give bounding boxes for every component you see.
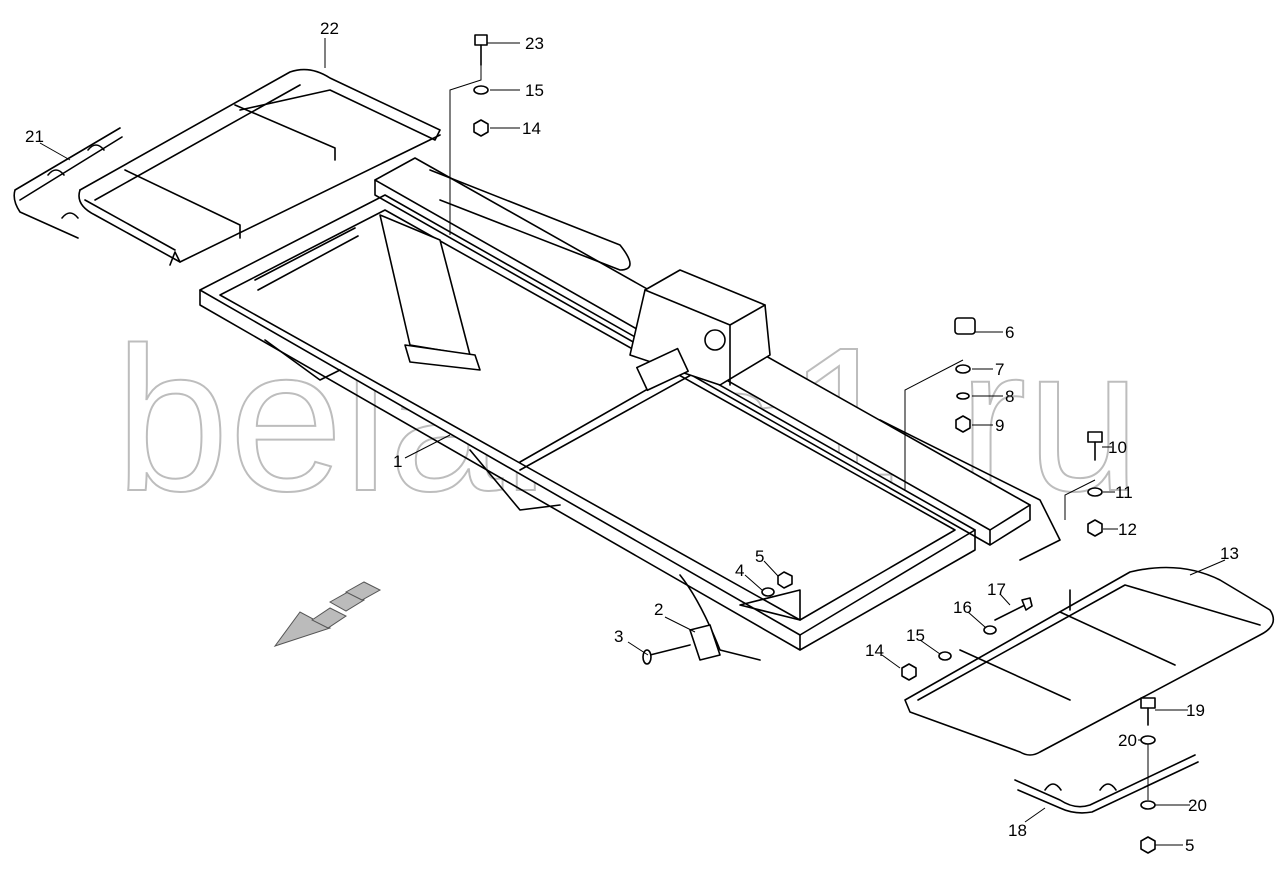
callout-16: 16 (953, 598, 972, 617)
callout-2: 2 (654, 600, 663, 619)
callout-20: 20 (1118, 731, 1137, 750)
rear-guard-22 (78, 68, 441, 266)
callout-21: 21 (25, 127, 44, 146)
callout-18: 18 (1008, 821, 1027, 840)
callout-1: 1 (393, 452, 402, 471)
callout-19: 19 (1186, 701, 1205, 720)
callout-20b: 20 (1188, 796, 1207, 815)
callout-23: 23 (525, 34, 544, 53)
direction-arrow (273, 581, 382, 647)
callout-7: 7 (995, 360, 1004, 379)
side-guard-13 (904, 566, 1275, 756)
callout-4: 4 (735, 561, 744, 580)
callout-14b: 14 (865, 641, 884, 660)
bracket-18 (1014, 754, 1199, 814)
callout-6: 6 (1005, 323, 1014, 342)
callout-14: 14 (522, 119, 541, 138)
callout-5: 5 (755, 547, 764, 566)
callout-17: 17 (987, 580, 1006, 599)
callout-13: 13 (1220, 544, 1239, 563)
fasteners (473, 34, 1156, 854)
callout-3: 3 (614, 627, 623, 646)
callout-10: 10 (1108, 438, 1127, 457)
callout-5b: 5 (1185, 836, 1194, 855)
callout-8: 8 (1005, 387, 1014, 406)
callout-12: 12 (1118, 520, 1137, 539)
callout-15: 15 (525, 81, 544, 100)
callout-22: 22 (320, 19, 339, 38)
beam-housing (629, 269, 771, 392)
callout-11: 11 (1115, 483, 1133, 502)
callout-15b: 15 (906, 626, 925, 645)
leader-lines (39, 38, 1226, 846)
callout-9: 9 (995, 416, 1004, 435)
